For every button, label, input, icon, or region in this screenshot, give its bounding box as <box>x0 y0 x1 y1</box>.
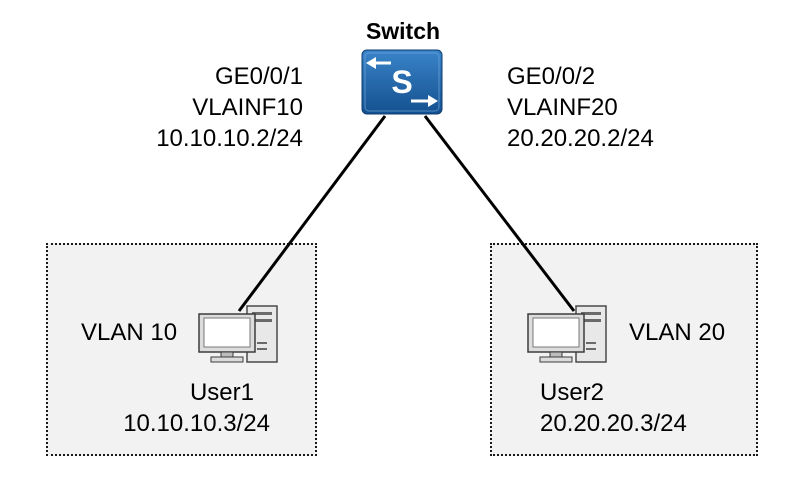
user2-info: User2 20.20.20.3/24 <box>540 377 687 439</box>
user-name: User1 <box>189 379 254 406</box>
svg-text:S: S <box>391 64 412 100</box>
link-switch-user2 <box>423 115 576 312</box>
port-ip: 20.20.20.2/24 <box>507 125 654 152</box>
user-name: User2 <box>540 379 605 406</box>
vlan-10-label: VLAN 10 <box>81 319 178 346</box>
switch-icon[interactable]: S <box>361 49 443 115</box>
port-vlanif: VLAINF20 <box>507 94 618 121</box>
user-ip: 20.20.20.3/24 <box>540 410 687 437</box>
pc-icon[interactable] <box>197 302 279 364</box>
pc-icon[interactable] <box>526 302 608 364</box>
port-ip: 10.10.10.2/24 <box>156 125 303 152</box>
port-ge0-0-1-info: GE0/0/1 VLAINF10 10.10.10.2/24 <box>120 61 303 154</box>
link-switch-user1 <box>237 115 387 312</box>
user-ip: 10.10.10.3/24 <box>123 410 270 437</box>
port-vlanif: VLAINF10 <box>192 94 303 121</box>
port-ge0-0-2-info: GE0/0/2 VLAINF20 20.20.20.2/24 <box>507 61 654 154</box>
switch-title: Switch <box>365 18 441 44</box>
port-interface: GE0/0/1 <box>214 63 303 90</box>
port-interface: GE0/0/2 <box>507 63 596 90</box>
user1-info: User1 10.10.10.3/24 <box>90 377 270 439</box>
vlan-20-label: VLAN 20 <box>629 319 726 346</box>
